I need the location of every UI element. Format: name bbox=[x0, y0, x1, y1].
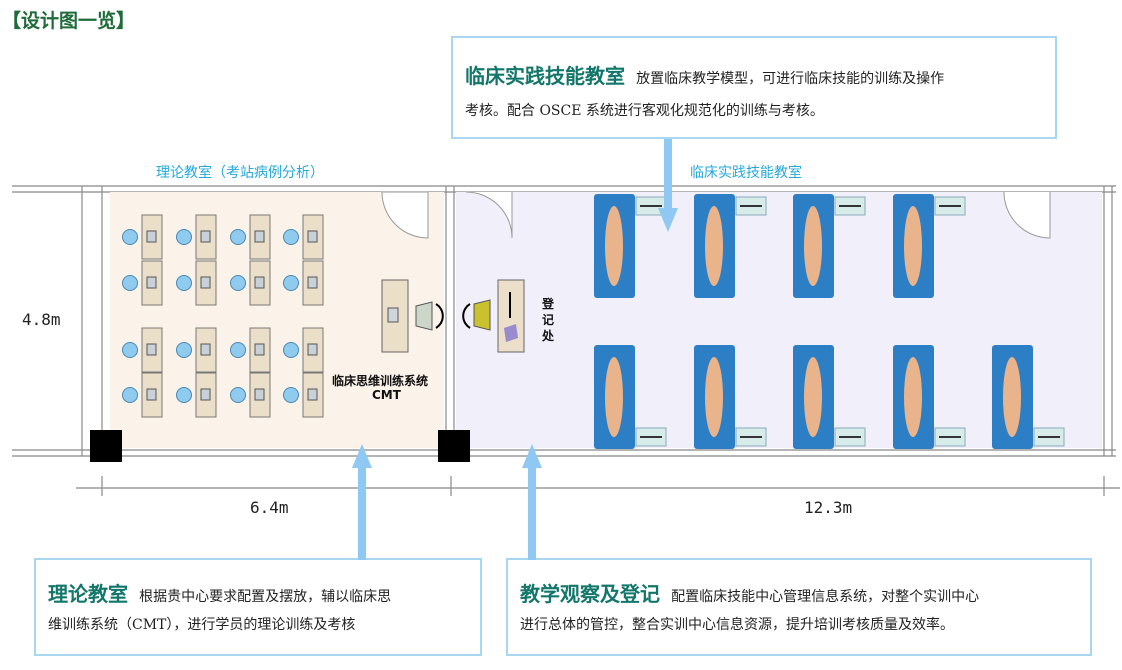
student-chair bbox=[230, 229, 246, 245]
door-skills-right bbox=[1003, 191, 1051, 239]
manikin bbox=[1003, 357, 1021, 437]
skills-beds bbox=[594, 194, 1065, 449]
pillar-left bbox=[90, 430, 122, 462]
room-label-skills: 临床实践技能教室 bbox=[690, 165, 802, 181]
callout-theory-text-1: 根据贵中心要求配置及摆放，辅以临床思 bbox=[139, 589, 392, 605]
cmt-projector bbox=[415, 301, 433, 331]
student-chair bbox=[122, 342, 138, 358]
cmt-monitor bbox=[387, 307, 399, 323]
callout-observation-text-2: 进行总体的管控，整合实训中心信息资源，提升培训考核质量及效率。 bbox=[520, 617, 954, 633]
arrow-theory-shaft bbox=[358, 466, 366, 560]
student-chair bbox=[230, 342, 246, 358]
student-monitor bbox=[254, 230, 265, 243]
student-monitor bbox=[200, 388, 211, 401]
reception-chair bbox=[473, 299, 491, 331]
arrow-skills-head bbox=[658, 208, 678, 232]
student-chair bbox=[176, 229, 192, 245]
room-label-theory: 理论教室（考站病例分析） bbox=[156, 165, 324, 181]
theory-desks bbox=[122, 214, 324, 418]
manikin bbox=[705, 357, 723, 437]
student-monitor bbox=[254, 276, 265, 289]
cmt-label-line2: CMT bbox=[372, 388, 401, 402]
student-monitor bbox=[146, 230, 157, 243]
student-monitor bbox=[307, 388, 318, 401]
student-chair bbox=[122, 275, 138, 291]
arrow-skills-shaft bbox=[664, 139, 672, 211]
page-title: 【设计图一览】 bbox=[2, 10, 136, 32]
arrow-observation-shaft bbox=[528, 466, 536, 560]
callout-skills-text-1: 放置临床教学模型，可进行临床技能的训练及操作 bbox=[636, 71, 945, 87]
student-chair bbox=[283, 275, 299, 291]
door-theory bbox=[381, 191, 429, 239]
manikin bbox=[904, 357, 922, 437]
pillar-middle bbox=[438, 430, 470, 462]
callout-theory-text-2: 维训练系统（CMT），进行学员的理论训练及考核 bbox=[48, 617, 356, 633]
cmt-projector-beam bbox=[435, 303, 444, 329]
callout-observation: 教学观察及登记 配置临床技能中心管理信息系统，对整个实训中心 进行总体的管控，整… bbox=[506, 558, 1092, 656]
callout-skills-heading: 临床实践技能教室 bbox=[465, 64, 625, 88]
student-monitor bbox=[200, 230, 211, 243]
reception-paper bbox=[504, 324, 518, 342]
arrow-theory-head bbox=[352, 444, 372, 468]
cmt-label-line1: 临床思维训练系统 bbox=[332, 374, 429, 388]
student-chair bbox=[230, 387, 246, 403]
student-chair bbox=[283, 387, 299, 403]
student-chair bbox=[283, 229, 299, 245]
student-monitor bbox=[146, 276, 157, 289]
student-monitor bbox=[146, 388, 157, 401]
student-chair bbox=[176, 342, 192, 358]
student-monitor bbox=[254, 343, 265, 356]
student-chair bbox=[230, 275, 246, 291]
student-monitor bbox=[200, 343, 211, 356]
arrows bbox=[352, 139, 678, 560]
manikin bbox=[904, 206, 922, 286]
callout-theory-room: 理论教室 根据贵中心要求配置及摆放，辅以临床思 维训练系统（CMT），进行学员的… bbox=[34, 558, 482, 656]
student-chair bbox=[176, 387, 192, 403]
callout-skills-room: 临床实践技能教室 放置临床教学模型，可进行临床技能的训练及操作 考核。配合 OS… bbox=[451, 36, 1057, 139]
manikin bbox=[705, 206, 723, 286]
student-chair bbox=[122, 387, 138, 403]
manikin bbox=[605, 357, 623, 437]
student-chair bbox=[283, 342, 299, 358]
manikin bbox=[804, 357, 822, 437]
reception-chair-arc bbox=[462, 303, 471, 329]
student-monitor bbox=[307, 276, 318, 289]
door-skills-left bbox=[465, 191, 513, 239]
callout-observation-heading: 教学观察及登记 bbox=[520, 582, 660, 606]
manikin bbox=[804, 206, 822, 286]
student-monitor bbox=[200, 276, 211, 289]
student-monitor bbox=[254, 388, 265, 401]
student-monitor bbox=[307, 230, 318, 243]
dimension-skills-width: 12.3m bbox=[804, 498, 853, 517]
reception-label: 登记处 bbox=[542, 297, 555, 343]
student-chair bbox=[122, 229, 138, 245]
manikin bbox=[605, 206, 623, 286]
arrow-observation-head bbox=[522, 444, 542, 468]
student-monitor bbox=[146, 343, 157, 356]
callout-skills-text-2: 考核。配合 OSCE 系统进行客观化规范化的训练与考核。 bbox=[465, 103, 824, 119]
callout-theory-heading: 理论教室 bbox=[48, 582, 128, 606]
student-chair bbox=[176, 275, 192, 291]
dimension-height: 4.8m bbox=[22, 310, 61, 329]
dimension-theory-width: 6.4m bbox=[250, 498, 289, 517]
callout-observation-text-1: 配置临床技能中心管理信息系统，对整个实训中心 bbox=[671, 589, 980, 605]
cmt-desk bbox=[381, 279, 409, 353]
student-monitor bbox=[307, 343, 318, 356]
